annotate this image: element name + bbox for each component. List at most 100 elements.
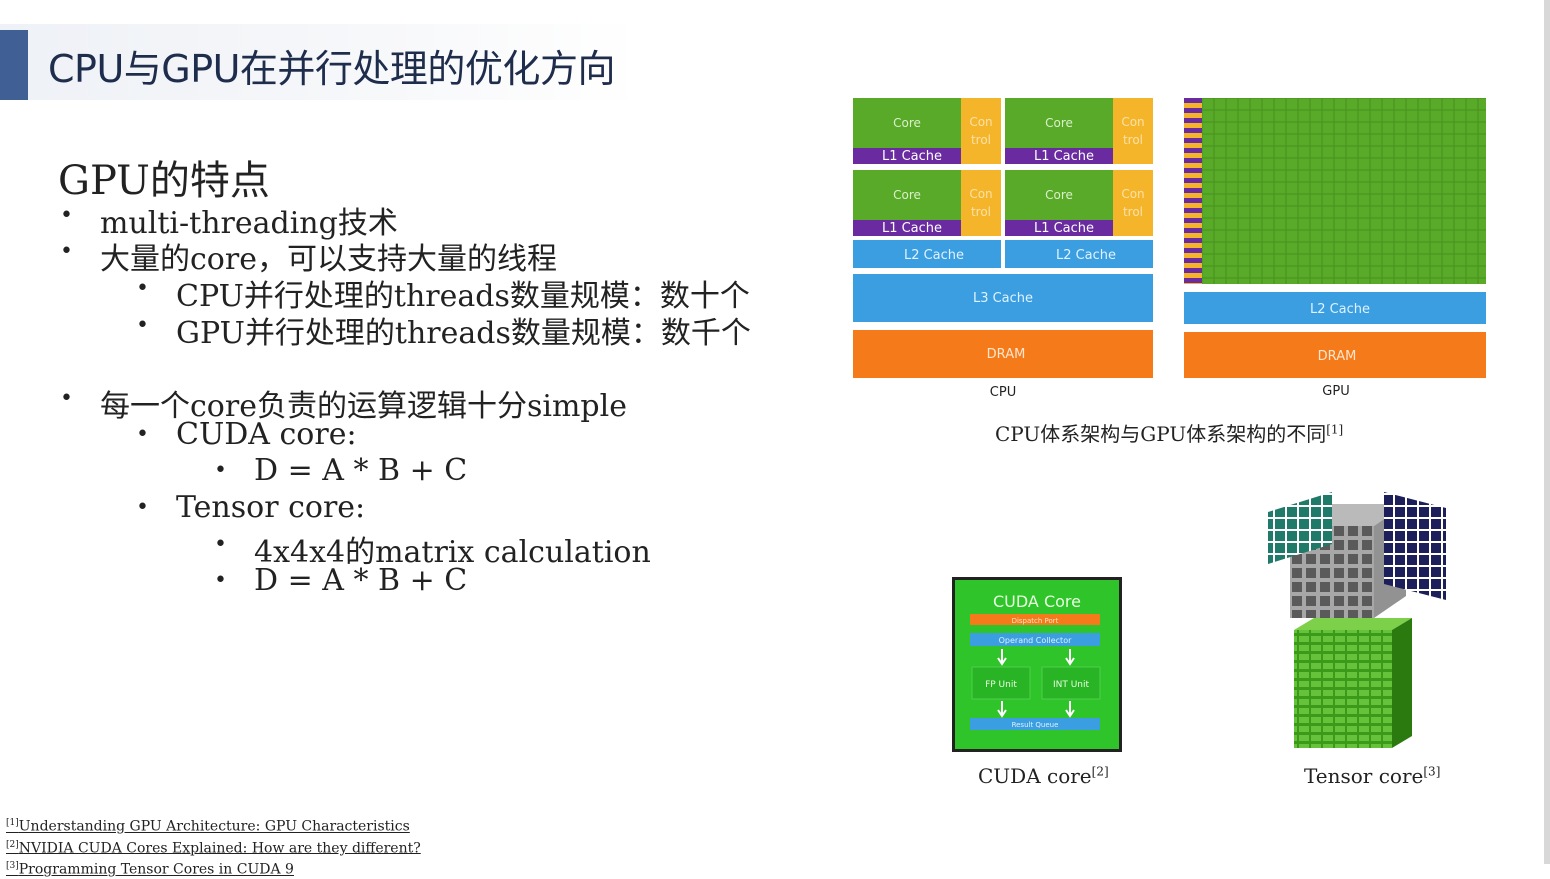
gpu-dram-block xyxy=(1184,332,1486,378)
cpu-l3-cache-block xyxy=(853,274,1153,322)
matrix-a-panel xyxy=(1268,492,1332,564)
bullet-text: Tensor core: xyxy=(176,490,366,525)
title-bar: CPU与GPU在并行处理的优化方向 xyxy=(0,24,640,100)
result-queue-block xyxy=(970,718,1100,730)
reference-number: [3] xyxy=(6,861,19,872)
bullet-item: • 大量的core，可以支持大量的线程 xyxy=(60,234,557,278)
control-label: trol xyxy=(1123,205,1143,219)
gpu-l1-strip xyxy=(1184,98,1202,284)
reference-number: [1] xyxy=(6,818,19,828)
tensor-core-caption: Tensor core[3] xyxy=(1304,764,1440,788)
slide-title: CPU与GPU在并行处理的优化方向 xyxy=(48,47,615,91)
control-label: trol xyxy=(971,205,991,219)
bullet-text: CPU并行处理的threads数量规模：数十个 xyxy=(176,279,750,314)
reference-text: Understanding GPU Architecture: GPU Char… xyxy=(18,818,410,835)
tensor-core-stack xyxy=(1294,618,1412,748)
cpu-core-block: Core Con trol L1 Cache xyxy=(1005,170,1153,236)
dispatch-port-block xyxy=(970,614,1100,625)
bullet-item: • 每一个core负责的运算逻辑十分simple xyxy=(60,381,627,425)
fp-unit-label: FP Unit xyxy=(985,680,1017,690)
flow-arrow-icon xyxy=(997,649,1075,666)
cpu-core-block: Core Con trol L1 Cache xyxy=(853,170,1001,236)
control-label: trol xyxy=(971,133,991,147)
title-accent-bar xyxy=(0,30,28,100)
l1-cache-label: L1 Cache xyxy=(1034,221,1094,236)
fp-unit-block xyxy=(971,666,1031,700)
reference-text: NVIDIA CUDA Cores Explained: How are the… xyxy=(18,840,421,857)
window-edge xyxy=(1544,0,1550,864)
cuda-core-diagram: CUDA Core Dispatch Port Operand Collecto… xyxy=(952,577,1122,752)
caption-text: Tensor core xyxy=(1304,764,1424,788)
l1-cache-label: L1 Cache xyxy=(1034,149,1094,164)
bullet-glyph: • xyxy=(214,532,227,557)
reference-text: Programming Tensor Cores in CUDA 9 xyxy=(18,861,294,878)
core-label: Core xyxy=(893,116,921,130)
caption-ref: [3] xyxy=(1423,764,1441,779)
reference-number: [2] xyxy=(6,839,19,850)
sub-bullet-item: • CPU并行处理的threads数量规模：数十个 xyxy=(136,271,750,315)
sub-bullet-item: • Tensor core: xyxy=(136,490,366,525)
bullet-glyph: • xyxy=(60,203,73,228)
bullet-glyph: • xyxy=(60,239,73,264)
cpu-l2-cache-block xyxy=(1005,240,1153,268)
bullet-glyph: • xyxy=(214,458,227,483)
reference-link[interactable]: [3]Programming Tensor Cores in CUDA 9 xyxy=(6,857,421,879)
core-label: Core xyxy=(1045,188,1073,202)
bullet-text: CUDA core: xyxy=(176,417,357,452)
cpu-core-block: Core Con trol L1 Cache xyxy=(853,98,1001,164)
cpu-l2-cache-block xyxy=(853,240,1001,268)
cuda-core-title: CUDA Core xyxy=(993,592,1081,611)
core-label: Core xyxy=(1045,116,1073,130)
l2-cache-label: L2 Cache xyxy=(1056,248,1116,263)
l3-cache-label: L3 Cache xyxy=(973,291,1033,306)
tensor-core-illustration xyxy=(1268,492,1446,748)
caption-ref: [1] xyxy=(1326,422,1344,437)
control-label: trol xyxy=(1123,133,1143,147)
operand-collector-label: Operand Collector xyxy=(999,636,1072,645)
reference-link[interactable]: [2]NVIDIA CUDA Cores Explained: How are … xyxy=(6,836,421,858)
sub-bullet-item: • CUDA core: xyxy=(136,417,357,452)
l1-cache-label: L1 Cache xyxy=(882,221,942,236)
bullet-glyph: • xyxy=(136,313,149,338)
control-label: Con xyxy=(1121,187,1144,201)
reference-link[interactable]: [1]Understanding GPU Architecture: GPU C… xyxy=(6,814,421,836)
arch-diagram-caption: CPU体系架构与GPU体系架构的不同[1] xyxy=(995,418,1343,447)
bullet-item: • multi-threading技术 xyxy=(60,198,398,242)
bullet-glyph: • xyxy=(136,495,149,520)
gpu-core-grid-lines xyxy=(1202,98,1486,284)
sub-sub-bullet-item: • D = A * B + C xyxy=(214,453,468,488)
gpu-label: GPU xyxy=(1322,384,1349,399)
sub-sub-bullet-item: • D = A * B + C xyxy=(214,563,468,598)
bullet-text: multi-threading技术 xyxy=(100,206,398,241)
bullet-text: GPU并行处理的threads数量规模：数千个 xyxy=(176,316,751,351)
bullet-text: D = A * B + C xyxy=(254,453,468,488)
l2-cache-label: L2 Cache xyxy=(904,248,964,263)
cpu-dram-block xyxy=(853,330,1153,378)
core-label: Core xyxy=(893,188,921,202)
cpu-gpu-architecture-diagram: Core Con trol L1 Cache Core Con trol L1 … xyxy=(853,98,1486,400)
flow-arrow-icon xyxy=(997,701,1075,718)
matrix-b-panel xyxy=(1384,492,1446,600)
bullet-glyph: • xyxy=(136,422,149,447)
bullet-text: D = A * B + C xyxy=(254,563,468,598)
sub-sub-bullet-item: • 4x4x4的matrix calculation xyxy=(214,527,651,571)
bullet-glyph: • xyxy=(136,276,149,301)
control-label: Con xyxy=(969,115,992,129)
bullet-text: 大量的core，可以支持大量的线程 xyxy=(100,242,557,277)
caption-ref: [2] xyxy=(1091,764,1109,779)
bullet-text: 每一个core负责的运算逻辑十分simple xyxy=(100,389,627,424)
dram-label: DRAM xyxy=(987,347,1026,362)
references: [1]Understanding GPU Architecture: GPU C… xyxy=(6,814,421,879)
control-label: Con xyxy=(1121,115,1144,129)
int-unit-label: INT Unit xyxy=(1053,680,1090,690)
cuda-core-caption: CUDA core[2] xyxy=(978,764,1109,788)
sub-bullet-item: • GPU并行处理的threads数量规模：数千个 xyxy=(136,308,751,352)
int-unit-block xyxy=(1041,666,1101,700)
bullet-text: 4x4x4的matrix calculation xyxy=(254,535,651,570)
caption-text: CUDA core xyxy=(978,764,1092,788)
bullet-glyph: • xyxy=(214,568,227,593)
result-queue-label: Result Queue xyxy=(1012,721,1059,729)
bullet-glyph: • xyxy=(60,386,73,411)
operand-collector-block xyxy=(970,633,1100,646)
cpu-core-block: Core Con trol L1 Cache xyxy=(1005,98,1153,164)
